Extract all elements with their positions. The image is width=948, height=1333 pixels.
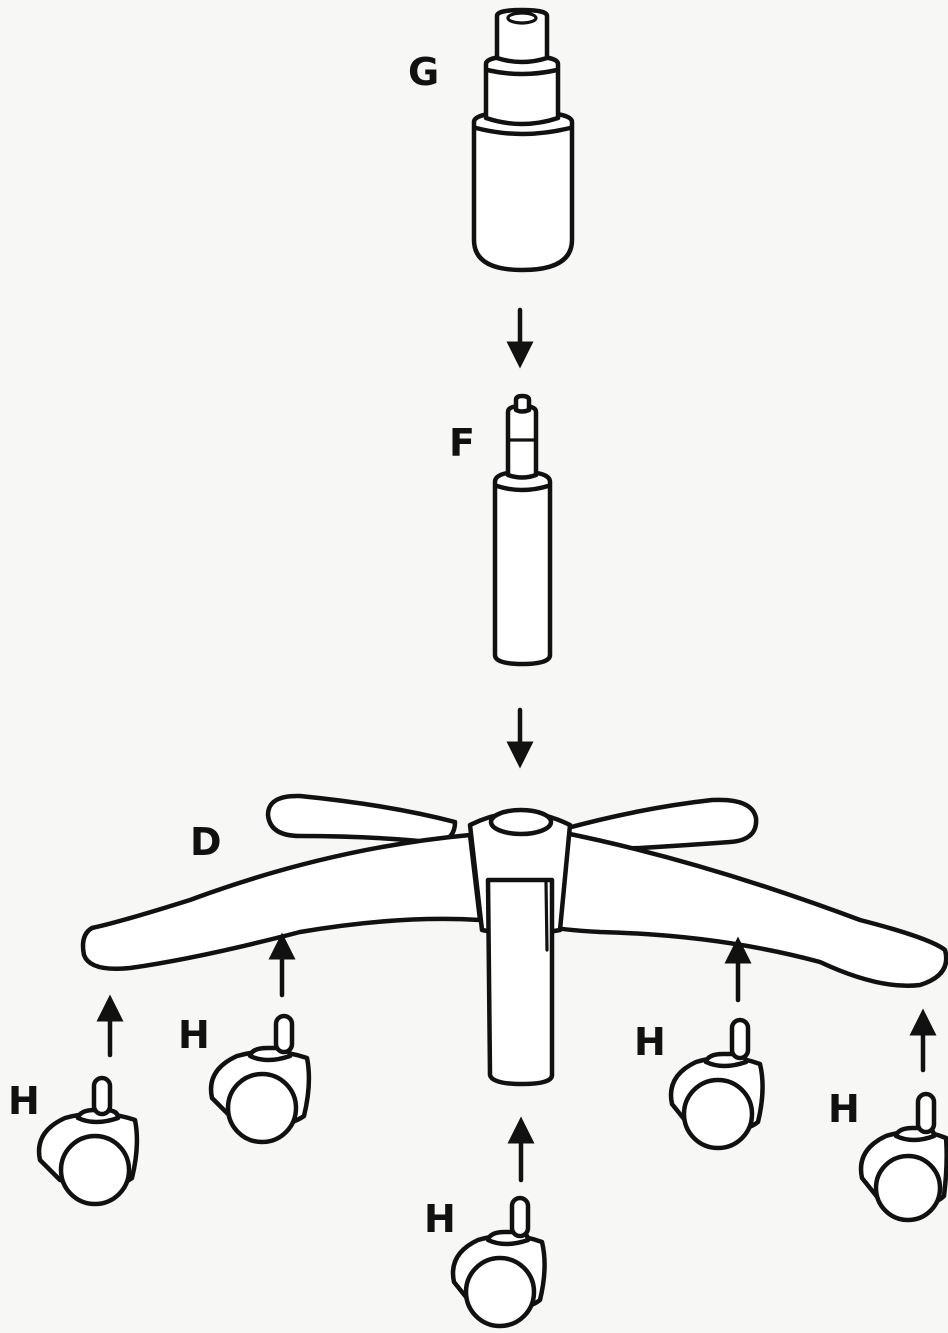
- gas-lift-cover: [471, 7, 575, 273]
- label-base: D: [190, 820, 222, 864]
- label-caster: H: [828, 1087, 860, 1131]
- caster-wheel-2: [208, 1013, 312, 1145]
- label-caster: H: [8, 1079, 40, 1123]
- caster-wheel-4: [668, 1017, 765, 1151]
- caster-wheel-1: [36, 1075, 140, 1207]
- gas-lift: [492, 393, 553, 667]
- label-caster: H: [634, 1020, 666, 1064]
- label-caster: H: [424, 1197, 456, 1241]
- five-star-base: [80, 793, 948, 1087]
- caster-wheel-3: [450, 1195, 547, 1329]
- label-caster: H: [178, 1013, 210, 1057]
- label-gas-lift-cover: G: [408, 50, 440, 94]
- caster-wheel-5: [858, 1091, 948, 1223]
- label-gas-lift: F: [449, 421, 475, 465]
